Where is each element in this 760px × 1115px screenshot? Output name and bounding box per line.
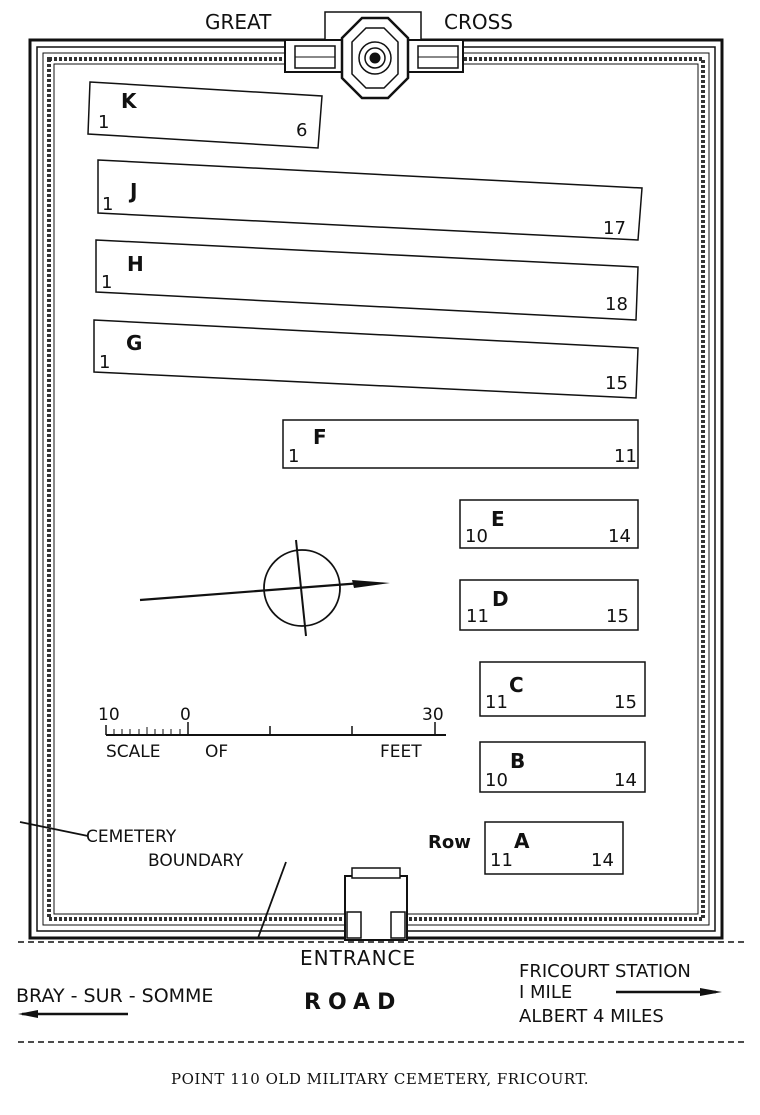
- road-label: ROAD: [304, 990, 402, 1015]
- scale-left-value: 10: [98, 705, 120, 725]
- row-k-plot: [87, 81, 323, 149]
- row-j-last: 17: [603, 218, 626, 239]
- fricourt-arrowhead-icon: [700, 988, 722, 996]
- entrance-gate: [344, 867, 408, 941]
- scale-right-value: 30: [422, 705, 444, 725]
- row-f-first: 1: [288, 446, 299, 467]
- scale-bar: [105, 722, 446, 736]
- row-a-plot: [484, 821, 624, 875]
- row-k-last: 6: [296, 120, 307, 141]
- row-c-letter: C: [509, 673, 524, 697]
- row-d-plot: [459, 579, 639, 631]
- row-j-plot: [97, 159, 643, 241]
- row-a-last: 14: [591, 850, 614, 871]
- row-e-plot: [459, 499, 639, 549]
- great-label: GREAT: [205, 10, 272, 34]
- row-f-plot: [282, 419, 639, 469]
- compass-icon: [139, 539, 390, 637]
- row-a-first: 11: [490, 850, 513, 871]
- row-g-first: 1: [99, 352, 110, 373]
- great-cross-structure: [284, 11, 464, 100]
- row-d-first: 11: [466, 606, 489, 627]
- row-a-letter: A: [514, 829, 530, 853]
- row-b-plot: [479, 741, 646, 793]
- row-b-first: 10: [485, 770, 508, 791]
- boundary-label: BOUNDARY: [148, 851, 244, 871]
- albert-label: ALBERT 4 MILES: [519, 1006, 664, 1027]
- row-h-first: 1: [101, 272, 112, 293]
- row-d-last: 15: [606, 606, 629, 627]
- bray-label: BRAY - SUR - SOMME: [16, 985, 213, 1007]
- row-b-letter: B: [510, 749, 525, 773]
- row-e-last: 14: [608, 526, 631, 547]
- row-k-letter: K: [121, 89, 138, 113]
- row-c-first: 11: [485, 692, 508, 713]
- boundary-leader-lines: [19, 821, 287, 939]
- fricourt-station-label: FRICOURT STATION: [519, 961, 691, 982]
- row-j-letter: J: [128, 179, 137, 203]
- bray-arrowhead-icon: [18, 1010, 38, 1018]
- scale-caption-scale: SCALE: [106, 742, 161, 762]
- row-g-letter: G: [126, 331, 142, 355]
- row-h-letter: H: [127, 252, 144, 276]
- row-f-letter: F: [313, 425, 327, 449]
- row-e-letter: E: [491, 507, 505, 531]
- grave-rows: [87, 81, 646, 875]
- row-h-plot: [95, 239, 639, 321]
- row-f-last: 11: [614, 446, 637, 467]
- scale-caption-of: OF: [205, 742, 228, 762]
- cemetery-label: CEMETERY: [86, 827, 177, 847]
- row-k-first: 1: [98, 112, 109, 133]
- row-labels: K 1 6 J 1 17 H 1 18 G 1 15 F 1 11 E 10 1…: [98, 89, 637, 871]
- row-d-letter: D: [492, 587, 509, 611]
- row-j-first: 1: [102, 194, 113, 215]
- row-b-last: 14: [614, 770, 637, 791]
- map-caption: POINT 110 OLD MILITARY CEMETERY, FRICOUR…: [170, 1070, 590, 1088]
- row-g-last: 15: [605, 373, 628, 394]
- cross-label: CROSS: [444, 10, 513, 34]
- row-h-last: 18: [605, 294, 628, 315]
- row-g-plot: [93, 319, 639, 399]
- scale-caption-feet: FEET: [380, 742, 422, 762]
- row-a-prefix: Row: [428, 832, 471, 853]
- row-c-plot: [479, 661, 646, 717]
- entrance-label: ENTRANCE: [300, 946, 416, 970]
- row-e-first: 10: [465, 526, 488, 547]
- row-c-last: 15: [614, 692, 637, 713]
- scale-zero: 0: [180, 705, 191, 725]
- one-mile-label: I MILE: [519, 982, 572, 1003]
